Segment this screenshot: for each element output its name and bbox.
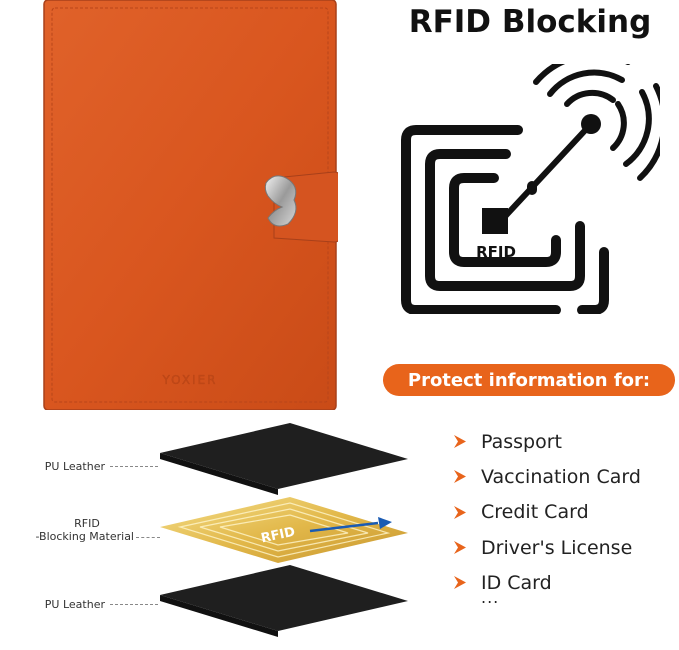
rfid-blocking-layer	[160, 497, 408, 563]
chevron-right-icon	[454, 470, 466, 484]
leader-line-top	[110, 466, 158, 467]
chevron-right-icon	[454, 576, 466, 590]
list-item: Credit Card	[452, 495, 641, 530]
rfid-layer-label: RFID	[260, 525, 297, 547]
layer-label-bottom: PU Leather	[44, 598, 105, 611]
signal-arrow-icon	[378, 517, 392, 529]
headline: RFID Blocking	[408, 4, 652, 40]
list-item: Driver's License	[452, 530, 641, 565]
protect-banner: Protect information for:	[383, 364, 675, 396]
chevron-right-icon	[454, 541, 466, 555]
list-item: Passport	[452, 424, 641, 459]
leader-line-middle	[136, 537, 160, 538]
list-item: Vaccination Card	[452, 459, 641, 494]
list-item: ID Card	[452, 565, 641, 600]
bottom-leather-layer	[160, 565, 408, 631]
layer-label-middle: RFID -Blocking Material	[35, 517, 134, 543]
rfid-symbol-label: RFID	[476, 243, 516, 261]
rfid-signal-icon: RFID	[401, 64, 660, 314]
chevron-right-icon	[454, 505, 466, 519]
layer-label-top: PU Leather	[44, 460, 105, 473]
wallet-image: YOXIER	[43, 0, 338, 410]
layer-diagram: RFID	[160, 423, 408, 637]
wallet-brand: YOXIER	[161, 373, 217, 387]
leader-line-bottom	[110, 604, 158, 605]
chevron-right-icon	[454, 435, 466, 449]
top-leather-layer	[160, 423, 408, 489]
protected-items-list: Passport Vaccination Card Credit Card Dr…	[452, 424, 641, 600]
more-items-ellipsis: ...	[481, 588, 500, 607]
